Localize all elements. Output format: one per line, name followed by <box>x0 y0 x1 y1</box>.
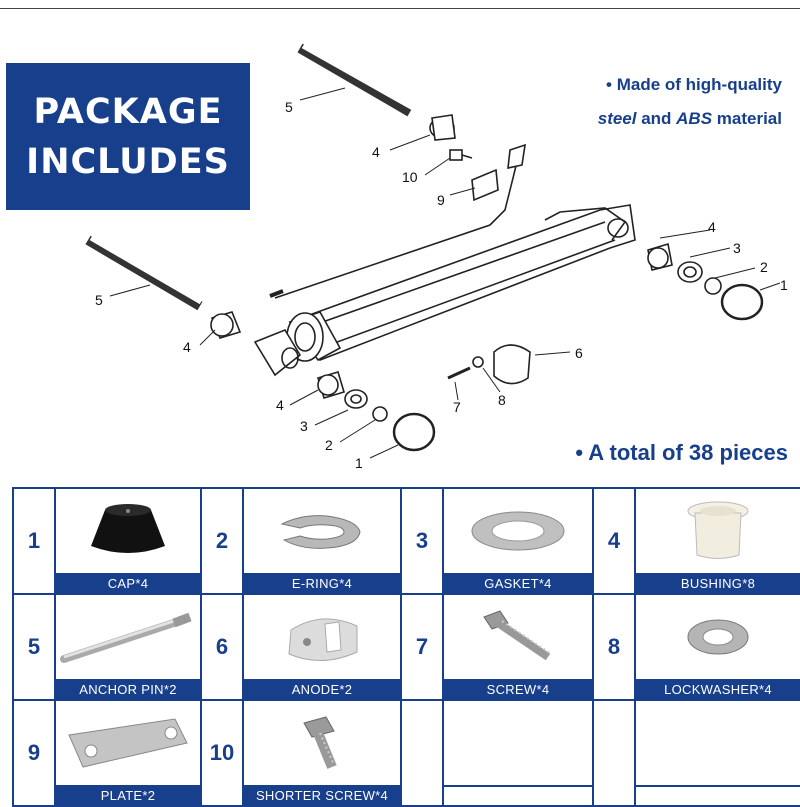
anode-diagram <box>493 344 531 385</box>
callout-4-left: 4 <box>183 339 191 355</box>
anchor-pin-icon <box>60 612 192 663</box>
shorter-screw-icon <box>303 716 337 769</box>
lower-left-parts <box>317 371 436 452</box>
lockwasher-image-cell <box>634 593 800 681</box>
material-note: • Made of high-quality steel and ABS mat… <box>598 68 782 136</box>
callout-8: 8 <box>498 392 506 408</box>
part-label-1: CAP*4 <box>54 573 202 595</box>
table-row: 5 6 7 8 <box>12 593 800 701</box>
abs-word: ABS <box>676 109 713 128</box>
callout-4-top: 4 <box>372 144 380 160</box>
bushing-left <box>210 311 242 339</box>
part-number-8: 8 <box>592 593 636 701</box>
callout-9: 9 <box>437 192 445 208</box>
part-label-5: ANCHOR PIN*2 <box>54 679 202 701</box>
shorter-screw-diagram <box>449 149 473 161</box>
callout-2-lower: 2 <box>325 437 333 453</box>
table-row: 1 2 3 4 <box>12 487 800 595</box>
right-side-parts <box>647 242 764 321</box>
lockwasher-diagram <box>472 356 484 368</box>
callout-3-lower: 3 <box>300 418 308 434</box>
part-label-9: PLATE*2 <box>54 785 202 807</box>
part-number-4: 4 <box>592 487 636 595</box>
bushing-icon <box>687 501 749 559</box>
anchor-pin-image-cell <box>54 593 202 681</box>
plate-icon <box>68 718 188 768</box>
lockwasher-icon <box>687 619 749 655</box>
callout-1-lower: 1 <box>355 455 363 471</box>
screw-image-cell <box>442 593 594 681</box>
cap-image-cell <box>54 487 202 575</box>
part-label-10: SHORTER SCREW*4 <box>242 785 402 807</box>
anode-icon <box>288 618 358 662</box>
part-number-5: 5 <box>12 593 56 701</box>
part-label-6: ANODE*2 <box>242 679 402 701</box>
part-label-2: E-RING*4 <box>242 573 402 595</box>
gasket-image-cell <box>442 487 594 575</box>
anchor-pin-left <box>85 235 203 311</box>
part-number-3: 3 <box>400 487 444 595</box>
part-label-3: GASKET*4 <box>442 573 594 595</box>
callout-10: 10 <box>402 169 418 185</box>
hydraulic-line <box>274 157 519 299</box>
cap-icon <box>91 504 165 553</box>
empty-cell <box>634 785 800 807</box>
plate-image-cell <box>54 699 202 787</box>
table-row: ANCHOR PIN*2 ANODE*2 SCREW*4 LOCKWASHER*… <box>13 679 800 701</box>
plate-diagram <box>471 168 499 202</box>
steel-word: steel <box>597 109 637 128</box>
total-pieces: • A total of 38 pieces <box>575 440 788 465</box>
screw-diagram <box>447 366 471 380</box>
and-word: and <box>636 109 677 128</box>
anchor-pin-top <box>297 43 415 117</box>
empty-cell <box>400 699 444 807</box>
material-line-2: steel and ABS material <box>598 102 782 136</box>
exploded-diagram: 5 4 10 9 5 4 4 3 2 1 4 3 2 1 6 7 8 <box>85 43 788 471</box>
empty-cell <box>592 699 636 807</box>
table-row: CAP*4 E-RING*4 GASKET*4 BUSHING*8 <box>13 573 800 595</box>
part-label-7: SCREW*4 <box>442 679 594 701</box>
callout-1-right: 1 <box>780 277 788 293</box>
screw-icon <box>483 610 551 661</box>
e-ring-icon <box>280 515 361 549</box>
gasket-icon <box>471 511 565 551</box>
cylinder-body <box>253 204 636 377</box>
callout-5-left: 5 <box>95 292 103 308</box>
callout-4-lower: 4 <box>276 397 284 413</box>
shorter-screw-image-cell <box>242 699 402 787</box>
badge-line-2: INCLUDES <box>26 141 230 182</box>
part-number-9: 9 <box>12 699 56 807</box>
material-line-1: • Made of high-quality <box>606 75 782 94</box>
empty-cell <box>442 785 594 807</box>
anode-image-cell <box>242 593 402 681</box>
empty-cell <box>442 699 594 787</box>
part-number-1: 1 <box>12 487 56 595</box>
bushing-image-cell <box>634 487 800 575</box>
badge-line-1: PACKAGE <box>33 91 223 132</box>
table-row: 9 10 <box>12 699 800 807</box>
callout-5-top: 5 <box>285 99 293 115</box>
parts-table: 1 2 3 4 <box>12 487 800 807</box>
part-number-7: 7 <box>400 593 444 701</box>
material-word: material <box>712 109 782 128</box>
bushing-top <box>429 114 456 141</box>
callout-2-right: 2 <box>760 259 768 275</box>
part-number-10: 10 <box>200 699 244 807</box>
callout-3-right: 3 <box>733 240 741 256</box>
e-ring-image-cell <box>242 487 402 575</box>
part-label-8: LOCKWASHER*4 <box>634 679 800 701</box>
callout-7: 7 <box>453 399 461 415</box>
package-includes-badge: PACKAGE INCLUDES <box>6 63 250 210</box>
empty-cell <box>634 699 800 787</box>
part-number-2: 2 <box>200 487 244 595</box>
part-number-6: 6 <box>200 593 244 701</box>
callout-4-right: 4 <box>708 219 716 235</box>
part-label-4: BUSHING*8 <box>634 573 800 595</box>
callout-6: 6 <box>575 345 583 361</box>
top-rule <box>0 8 800 9</box>
